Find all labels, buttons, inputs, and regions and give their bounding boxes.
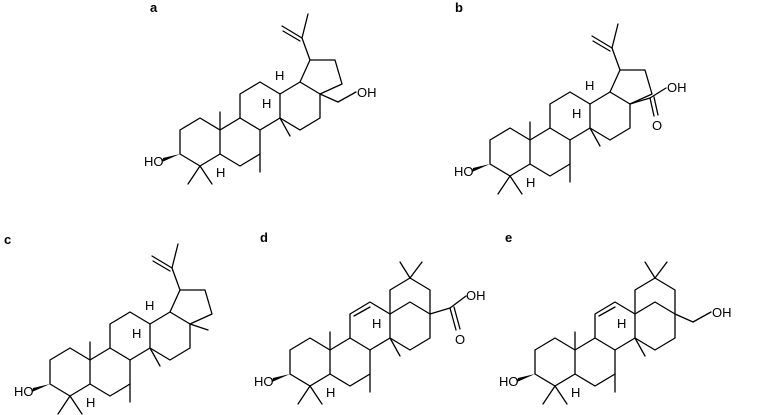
panel-c-label: c — [4, 232, 11, 247]
panel-a-hydroxyl-right: OH — [357, 85, 377, 100]
panel-b: b HO O OH H H H — [454, 0, 687, 195]
panel-d-h-2: H — [326, 385, 335, 400]
panel-c-h-3: H — [86, 395, 95, 410]
panel-a-h-2: H — [262, 96, 271, 111]
panel-d-label: d — [260, 230, 268, 245]
panel-c-h-2: H — [132, 326, 141, 341]
panel-b-label: b — [455, 0, 463, 15]
panel-a: a HO OH H H H — [144, 0, 377, 185]
panel-c: c HO H H H — [4, 232, 213, 415]
panel-e-label: e — [505, 230, 512, 245]
panel-b-acid-oxygen: O — [652, 118, 662, 133]
panel-e-hydroxyl-left: HO — [499, 374, 519, 389]
panel-d-h-1: H — [372, 316, 381, 331]
panel-e-h-1: H — [617, 316, 626, 331]
panel-e: e HO OH H H — [499, 230, 732, 405]
panel-b-acid-hydroxyl: OH — [667, 80, 687, 95]
panel-a-h-1: H — [275, 68, 284, 83]
panel-d-acid-oxygen: O — [455, 332, 465, 347]
panel-b-h-3: H — [526, 175, 535, 190]
panel-a-label: a — [150, 0, 158, 15]
panel-a-h-3: H — [216, 165, 225, 180]
panel-e-hydroxyl-right: OH — [712, 305, 732, 320]
panel-d: d HO O OH H H — [254, 230, 486, 405]
panel-c-h-1: H — [145, 298, 154, 313]
panel-a-hydroxyl-left: HO — [144, 154, 164, 169]
panel-b-hydroxyl-left: HO — [454, 164, 474, 179]
panel-b-h-2: H — [572, 106, 581, 121]
panel-c-hydroxyl-left: HO — [14, 384, 34, 399]
panel-b-h-1: H — [585, 78, 594, 93]
panel-d-hydroxyl-left: HO — [254, 374, 274, 389]
panel-d-acid-hydroxyl: OH — [466, 288, 486, 303]
panel-e-h-2: H — [571, 385, 580, 400]
